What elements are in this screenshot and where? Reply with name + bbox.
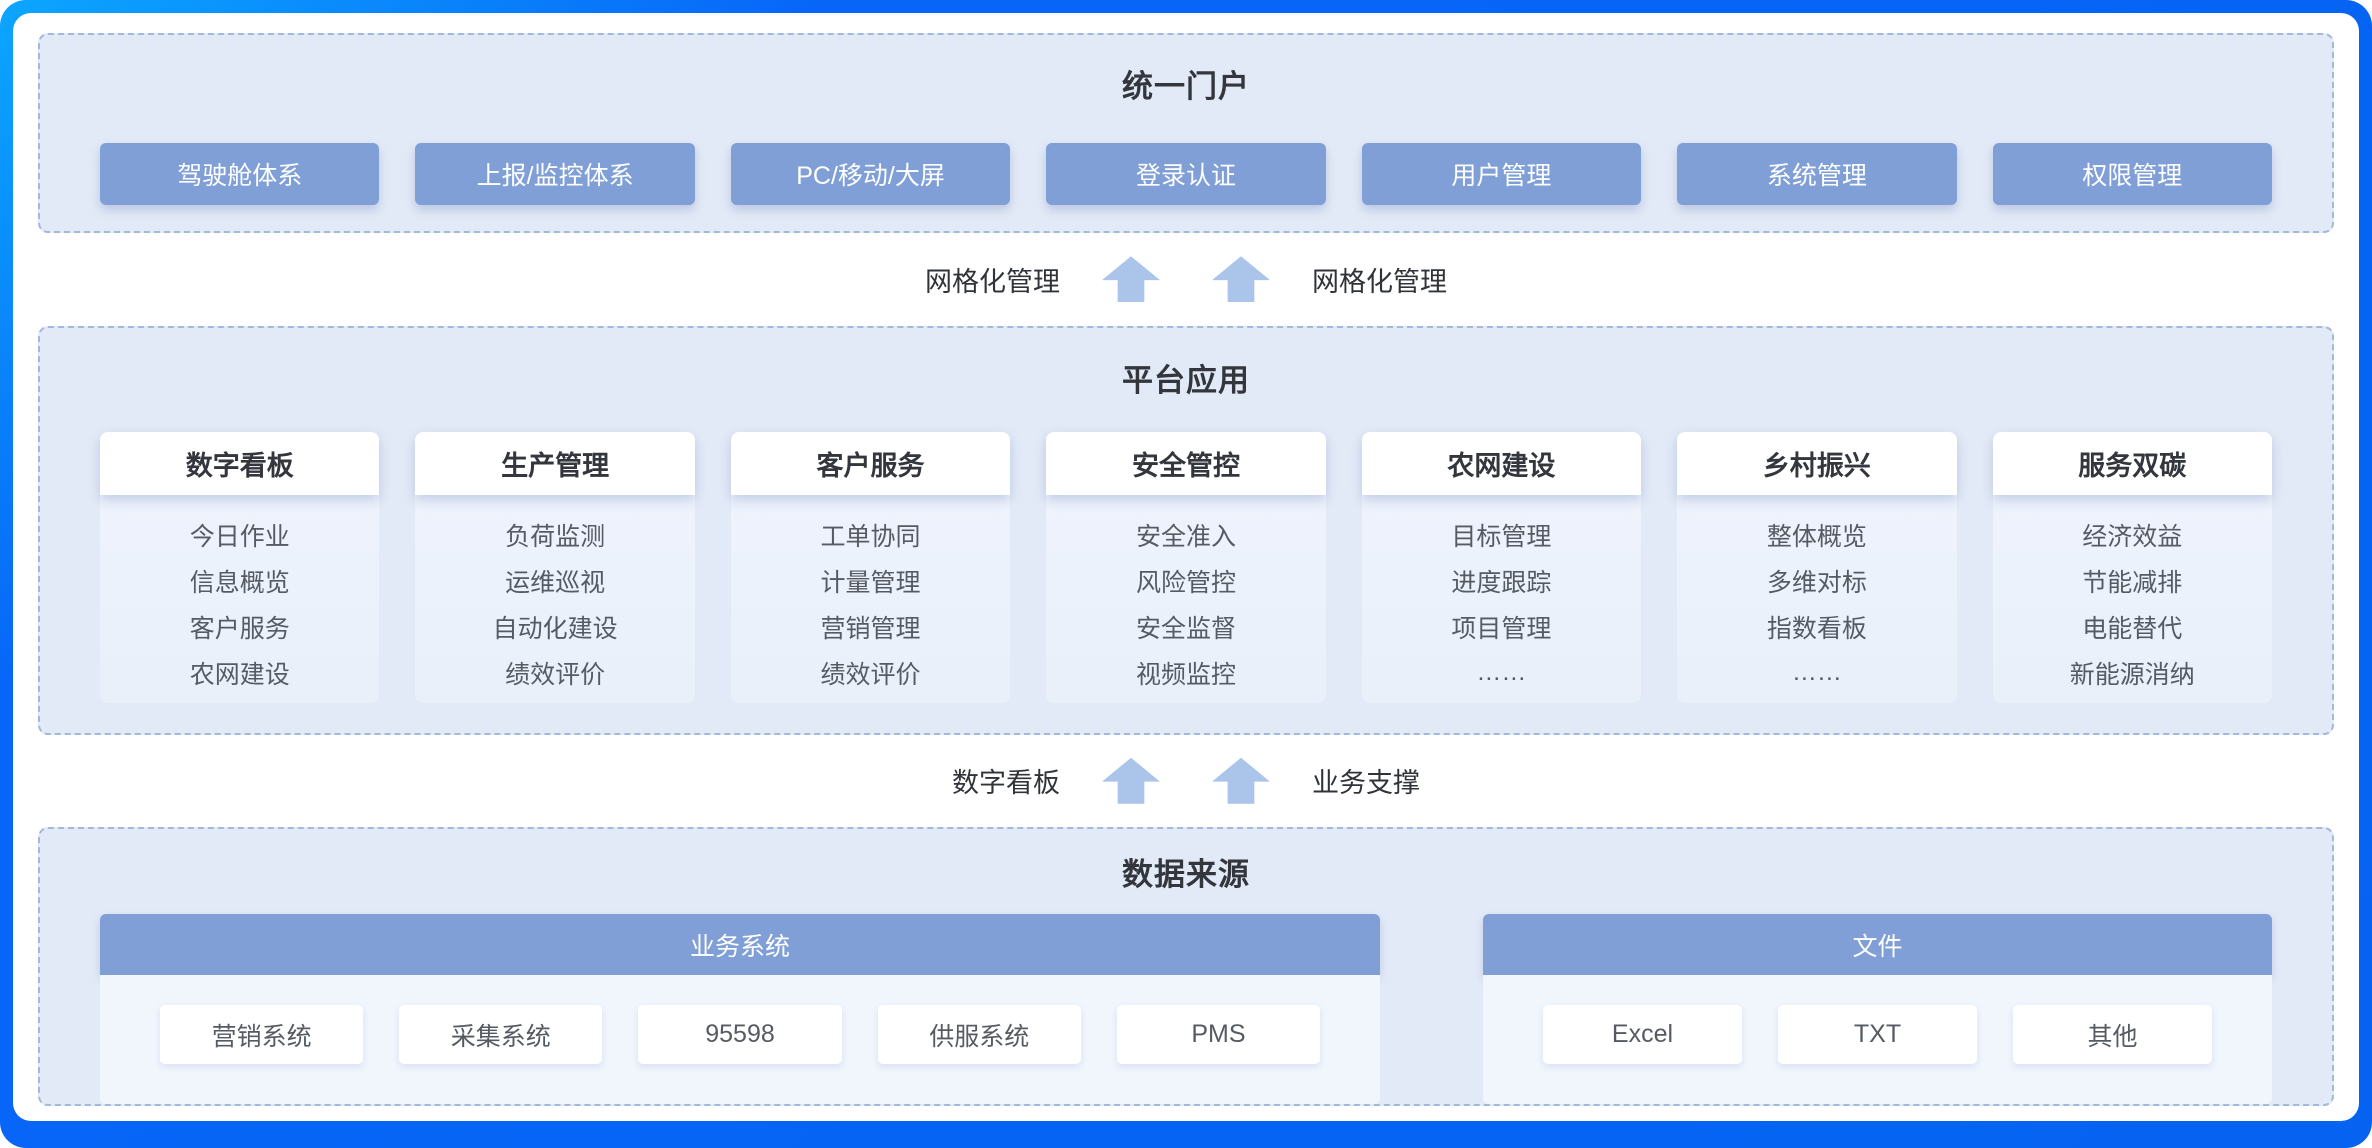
source-card-pms[interactable]: PMS <box>1116 1005 1321 1064</box>
platform-column-row: 数字看板 今日作业 信息概览 客户服务 农网建设 生产管理 负荷监测 运维巡视 … <box>100 431 2272 703</box>
column-item: 计量管理 <box>820 568 921 597</box>
up-arrow-icon <box>1212 256 1270 303</box>
column-item: 工单协同 <box>820 522 921 551</box>
section-platform-apps: 平台应用 数字看板 今日作业 信息概览 客户服务 农网建设 生产管理 负荷监测 <box>38 325 2334 735</box>
flow-row-top: 网格化管理 网格化管理 <box>38 233 2334 326</box>
group-business-systems: 业务系统 营销系统 采集系统 95598 供服系统 PMS <box>100 914 1380 1104</box>
flow-bottom-arrows <box>1102 757 1270 804</box>
platform-column-rural-grid: 农网建设 目标管理 进度跟踪 项目管理 …… <box>1361 431 1642 703</box>
column-body: 整体概览 多维对标 指数看板 …… <box>1677 494 1957 703</box>
column-item: 多维对标 <box>1766 568 1867 597</box>
section-data-sources: 数据来源 业务系统 营销系统 采集系统 95598 供服系统 PMS 文件 E <box>38 827 2334 1106</box>
column-item: 视频监控 <box>1135 660 1236 689</box>
source-card-marketing-system[interactable]: 营销系统 <box>160 1005 364 1064</box>
data-source-groups: 业务系统 营销系统 采集系统 95598 供服系统 PMS 文件 Excel T… <box>100 914 2272 1104</box>
portal-button-pc-mobile-screen[interactable]: PC/移动/大屏 <box>730 143 1011 205</box>
column-item: 客户服务 <box>189 614 290 643</box>
column-body: 今日作业 信息概览 客户服务 农网建设 <box>100 494 380 703</box>
column-item: …… <box>1791 658 1842 686</box>
column-item: 农网建设 <box>189 660 290 689</box>
column-item: 营销管理 <box>820 614 921 643</box>
column-body: 负荷监测 运维巡视 自动化建设 绩效评价 <box>415 494 695 703</box>
column-item: 指数看板 <box>1766 614 1867 643</box>
column-item: 绩效评价 <box>820 660 921 689</box>
column-body: 安全准入 风险管控 安全监督 视频监控 <box>1046 494 1326 703</box>
column-header: 客户服务 <box>730 431 1011 495</box>
flow-bottom-right-label: 业务支撑 <box>1312 768 1420 799</box>
flow-row-bottom: 数字看板 业务支撑 <box>38 734 2334 827</box>
column-header: 乡村振兴 <box>1677 431 1957 495</box>
portal-button-cockpit[interactable]: 驾驶舱体系 <box>100 143 380 205</box>
group-header-business-systems: 业务系统 <box>100 914 1380 975</box>
column-item: 新能源消纳 <box>2069 660 2195 689</box>
source-card-txt[interactable]: TXT <box>1778 1005 1977 1064</box>
flow-top-arrows <box>1102 256 1270 303</box>
source-card-supply-service-system[interactable]: 供服系统 <box>877 1005 1081 1064</box>
column-header: 服务双碳 <box>1992 431 2272 495</box>
source-card-collection-system[interactable]: 采集系统 <box>399 1005 603 1064</box>
column-item: 今日作业 <box>189 522 290 551</box>
up-arrow-icon <box>1102 757 1160 804</box>
source-card-95598[interactable]: 95598 <box>638 1005 842 1064</box>
column-header: 安全管控 <box>1046 431 1326 495</box>
platform-column-digital-board: 数字看板 今日作业 信息概览 客户服务 农网建设 <box>100 431 380 703</box>
column-item: 运维巡视 <box>505 568 606 597</box>
platform-column-customer-service: 客户服务 工单协同 计量管理 营销管理 绩效评价 <box>730 431 1011 703</box>
platform-column-safety-control: 安全管控 安全准入 风险管控 安全监督 视频监控 <box>1046 431 1326 703</box>
group-body-files: Excel TXT 其他 <box>1483 975 2272 1104</box>
column-item: 节能减排 <box>2082 568 2183 597</box>
section-title-unified-portal: 统一门户 <box>1122 69 1250 104</box>
column-header: 农网建设 <box>1361 431 1642 495</box>
up-arrow-icon <box>1102 256 1160 303</box>
flow-bottom-left-label: 数字看板 <box>952 768 1060 799</box>
platform-column-dual-carbon: 服务双碳 经济效益 节能减排 电能替代 新能源消纳 <box>1992 431 2272 703</box>
portal-button-row: 驾驶舱体系 上报/监控体系 PC/移动/大屏 登录认证 用户管理 系统管理 权限… <box>100 143 2272 205</box>
column-body: 经济效益 节能减排 电能替代 新能源消纳 <box>1992 494 2272 703</box>
column-body: 工单协同 计量管理 营销管理 绩效评价 <box>730 494 1011 703</box>
column-header: 生产管理 <box>415 431 695 495</box>
column-item: 自动化建设 <box>492 614 618 643</box>
column-item: 目标管理 <box>1451 522 1552 551</box>
flow-top-left-label: 网格化管理 <box>925 266 1060 297</box>
portal-button-permission-mgmt[interactable]: 权限管理 <box>1992 143 2272 205</box>
column-header: 数字看板 <box>100 431 380 495</box>
platform-column-rural-revitalization: 乡村振兴 整体概览 多维对标 指数看板 …… <box>1677 431 1957 703</box>
column-item: 整体概览 <box>1766 522 1867 551</box>
group-body-business-systems: 营销系统 采集系统 95598 供服系统 PMS <box>100 975 1380 1104</box>
portal-button-user-mgmt[interactable]: 用户管理 <box>1361 143 1642 205</box>
column-item: 风险管控 <box>1135 568 1236 597</box>
column-item: 负荷监测 <box>505 522 606 551</box>
section-title-data-sources: 数据来源 <box>1122 857 1250 892</box>
up-arrow-icon <box>1212 757 1270 804</box>
section-unified-portal: 统一门户 驾驶舱体系 上报/监控体系 PC/移动/大屏 登录认证 用户管理 系统… <box>38 33 2334 233</box>
platform-column-production-mgmt: 生产管理 负荷监测 运维巡视 自动化建设 绩效评价 <box>415 431 695 703</box>
column-item: 绩效评价 <box>505 660 606 689</box>
column-item: …… <box>1476 658 1527 686</box>
diagram-page: 统一门户 驾驶舱体系 上报/监控体系 PC/移动/大屏 登录认证 用户管理 系统… <box>13 13 2359 1121</box>
group-header-files: 文件 <box>1483 914 2272 975</box>
portal-button-report-monitor[interactable]: 上报/监控体系 <box>415 143 695 205</box>
column-body: 目标管理 进度跟踪 项目管理 …… <box>1361 494 1642 703</box>
column-item: 安全准入 <box>1135 522 1236 551</box>
column-item: 进度跟踪 <box>1451 568 1552 597</box>
portal-button-login-auth[interactable]: 登录认证 <box>1046 143 1326 205</box>
portal-button-system-mgmt[interactable]: 系统管理 <box>1677 143 1957 205</box>
source-card-other[interactable]: 其他 <box>2013 1005 2212 1064</box>
column-item: 电能替代 <box>2082 614 2183 643</box>
section-title-platform-apps: 平台应用 <box>1122 362 1250 398</box>
flow-top-right-label: 网格化管理 <box>1312 266 1447 297</box>
column-item: 安全监督 <box>1135 614 1236 643</box>
source-card-excel[interactable]: Excel <box>1543 1005 1742 1064</box>
column-item: 项目管理 <box>1451 614 1552 643</box>
group-files: 文件 Excel TXT 其他 <box>1483 914 2272 1104</box>
column-item: 经济效益 <box>2082 522 2183 551</box>
column-item: 信息概览 <box>189 568 290 597</box>
